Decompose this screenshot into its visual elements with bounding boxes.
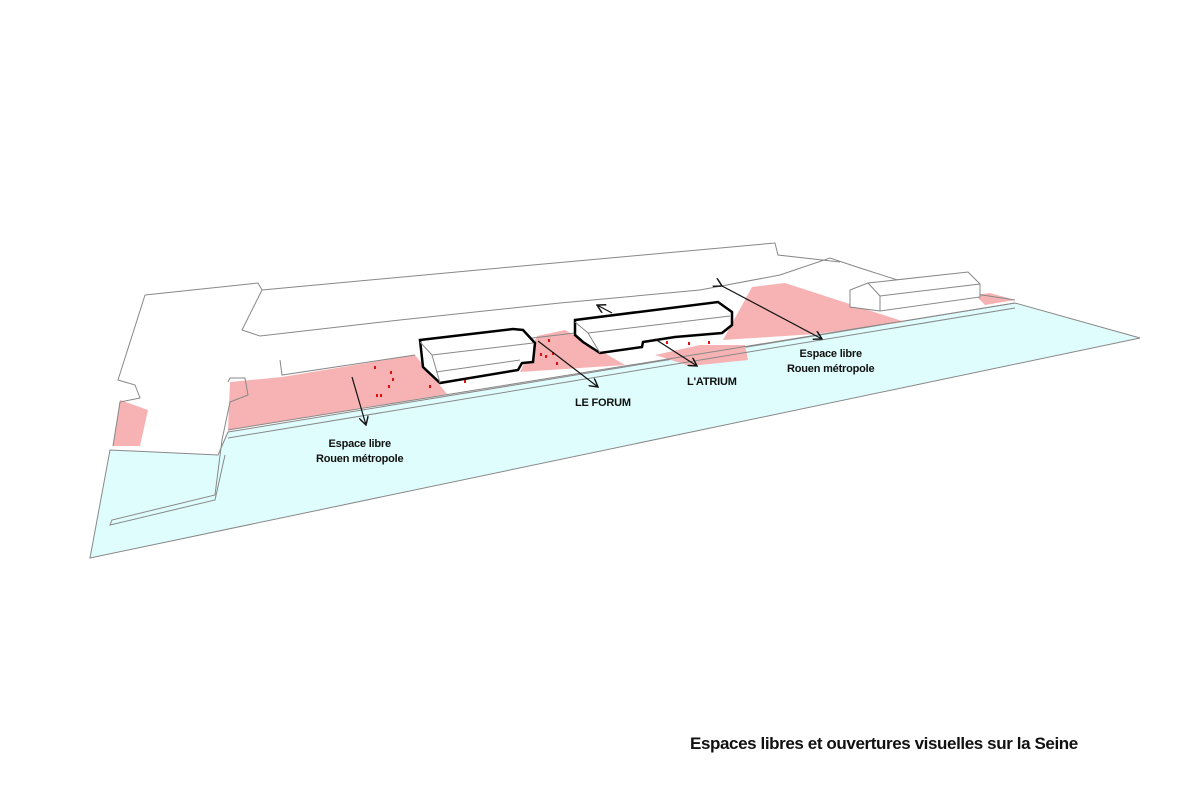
label-espace-libre-left: Espace libre Rouen métropole [316, 437, 404, 467]
arrow-atrium-view [597, 305, 613, 314]
label-le-forum: LE FORUM [575, 397, 631, 409]
free-space-left-small [113, 400, 148, 446]
arrow-espace-left [351, 376, 366, 425]
label-line: Rouen métropole [316, 453, 404, 465]
label-espace-libre-right: Espace libre Rouen métropole [787, 347, 875, 377]
arrow-atrium [654, 338, 697, 366]
label-line: Espace libre [799, 348, 863, 360]
arrow-espace-right [722, 286, 822, 339]
free-space-left [228, 355, 447, 430]
building-east [849, 271, 981, 312]
label-line: Espace libre [328, 438, 392, 450]
diagram-title: Espaces libres et ouvertures visuelles s… [690, 734, 1078, 753]
annotation-arrows [351, 286, 822, 425]
free-space-far-right [975, 293, 1015, 305]
free-space-middle [520, 330, 625, 372]
tree-markers [374, 339, 710, 397]
label-l-atrium: L'ATRIUM [687, 376, 737, 388]
building-le-forum [418, 327, 537, 385]
arrow-forum [537, 340, 598, 387]
label-line: Rouen métropole [787, 363, 875, 375]
seine-water [89, 302, 1141, 559]
